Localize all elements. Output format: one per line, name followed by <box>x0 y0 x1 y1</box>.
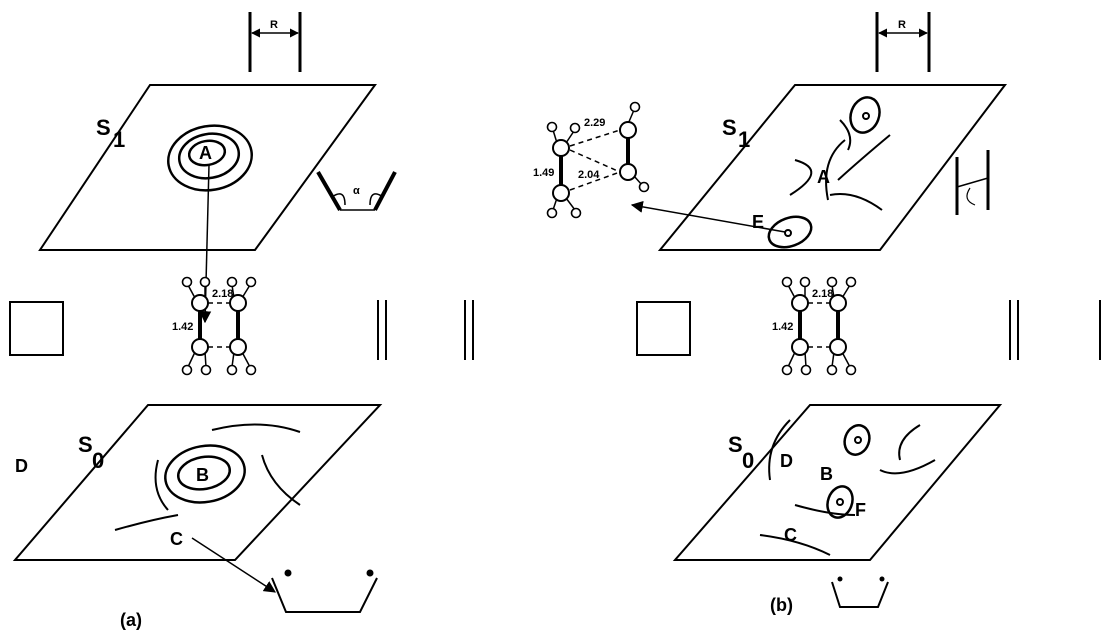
minimum-a-label: A <box>199 143 212 163</box>
geometry-e: 2.29 2.04 1.49 <box>533 101 650 219</box>
s0-contour-outer <box>164 444 246 504</box>
radical-dot-left <box>284 569 292 577</box>
radical-dot-right <box>366 569 374 577</box>
s1-plane <box>38 84 377 251</box>
bond-label-a: 1.42 <box>172 321 193 333</box>
s0-contour-inner <box>176 455 232 491</box>
s1-state-label: S <box>96 115 111 140</box>
s0-plane <box>12 404 383 561</box>
minimum-b-label: B <box>196 465 209 485</box>
s0-min-contour-b <box>843 424 871 456</box>
contour-e <box>767 215 813 249</box>
s1-surface-b: A E S 1 <box>657 84 1008 251</box>
saddle-a-label: A <box>817 167 830 187</box>
r-dimension-marker-b: R <box>875 12 931 72</box>
s0-state-label-b: S <box>728 432 743 457</box>
radical-dot-right-b <box>879 576 885 582</box>
contour-middle <box>177 132 241 180</box>
point-f-label: F <box>855 500 866 520</box>
s1-local-min-contour <box>849 96 881 134</box>
s1-subscript: 1 <box>113 127 125 152</box>
s0-min-contour-f <box>826 485 854 519</box>
side-label-d: D <box>15 456 28 476</box>
s0-surface-a: B C S 0 <box>12 404 383 561</box>
point-c-label: C <box>170 529 183 549</box>
distance-lower-label: 2.04 <box>578 169 600 181</box>
contour-outer <box>167 124 253 192</box>
parallel-lines-a <box>377 300 474 360</box>
contour-inner <box>187 139 227 167</box>
s0-plane-b <box>672 404 1003 561</box>
r-label-b: R <box>898 19 906 31</box>
square-symbol-b <box>636 301 691 356</box>
s1-plane-b <box>657 84 1008 251</box>
distance-label-b: 2.18 <box>812 288 833 300</box>
point-b-label-b: B <box>820 464 833 484</box>
geometry-b: 2.18 1.42 <box>772 276 857 376</box>
r-dimension-marker-a: R <box>248 12 302 72</box>
point-c-label-b: C <box>784 525 797 545</box>
point-d-label-b: D <box>780 451 793 471</box>
biradical-b <box>831 576 889 608</box>
parallel-lines-b <box>1009 300 1101 360</box>
distance-upper-label: 2.29 <box>584 117 605 129</box>
s1-state-label-b: S <box>722 115 737 140</box>
caption-a: (a) <box>120 610 142 630</box>
angle-alpha-schematic: α <box>316 170 397 212</box>
angle-alpha-label: α <box>353 185 360 197</box>
geometry-a: 2.18 1.42 <box>172 276 257 376</box>
s1-subscript-b: 1 <box>738 127 750 152</box>
s0-subscript: 0 <box>92 448 104 473</box>
radical-dot-left-b <box>837 576 843 582</box>
distance-label-a: 2.18 <box>212 288 233 300</box>
square-symbol-a <box>9 301 64 356</box>
s0-state-label: S <box>78 432 93 457</box>
s0-subscript-b: 0 <box>742 448 754 473</box>
twist-schematic <box>955 150 990 215</box>
panel-a: R A S 1 α <box>9 12 474 630</box>
arrow-c-to-biradical <box>191 537 277 593</box>
point-e-label: E <box>752 212 764 232</box>
s0-surface-b: D B F C S 0 <box>672 404 1003 561</box>
panel-b: R A E S 1 <box>533 12 1101 615</box>
s1-surface-a: A S 1 <box>38 84 377 251</box>
caption-b: (b) <box>770 595 793 615</box>
r-label: R <box>270 19 278 31</box>
bond-label-e: 1.49 <box>533 167 554 179</box>
arrow-e-to-geometry <box>630 200 786 233</box>
biradical-a <box>271 569 378 613</box>
bond-label-b: 1.42 <box>772 321 793 333</box>
